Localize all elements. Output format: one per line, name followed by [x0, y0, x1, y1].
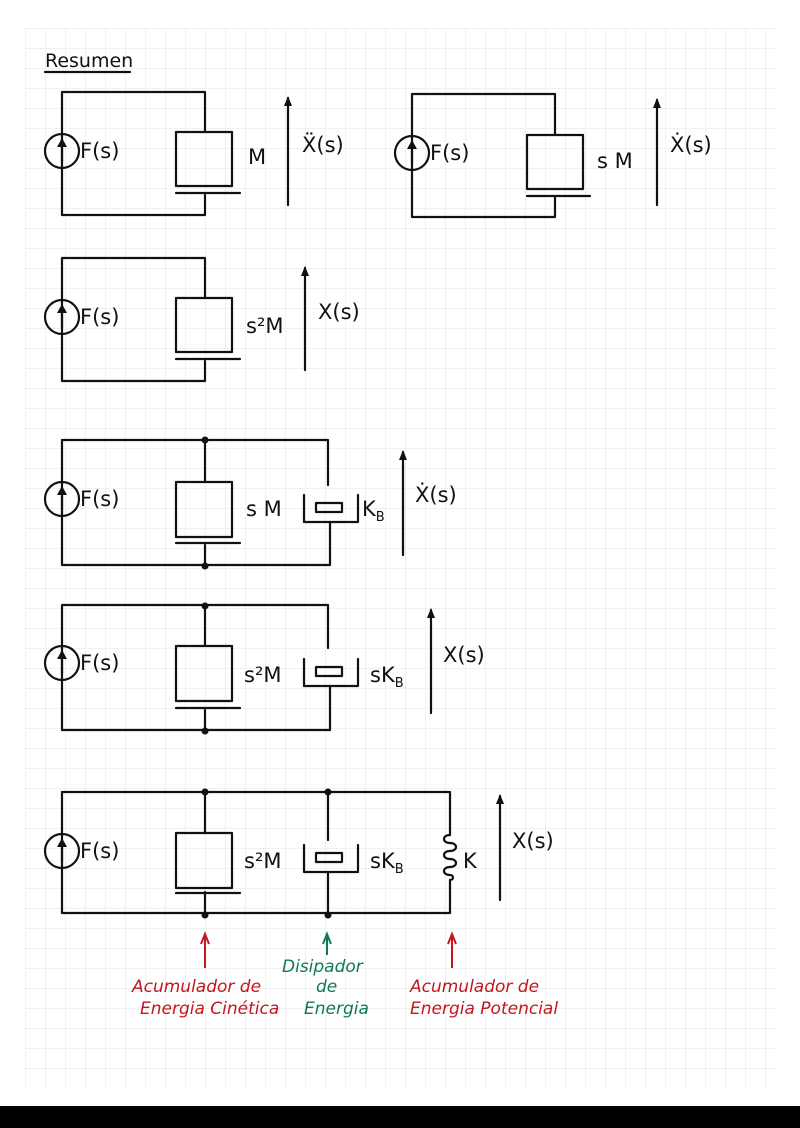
mass-label: M [248, 145, 266, 169]
source-label: F(s) [80, 139, 119, 163]
junction-dot [201, 562, 209, 570]
current-source-icon [43, 132, 81, 170]
annotation-dissipator: Disipador de Energia [282, 931, 369, 1019]
damper-label: sKB [370, 849, 404, 877]
source-label: F(s) [80, 487, 119, 511]
mass-label: s²M [244, 663, 281, 687]
output-label: X(s) [443, 643, 485, 667]
junction-dot [201, 436, 209, 444]
source-label: F(s) [80, 651, 119, 675]
circuit-5: F(s) s²M sKB X(s) [43, 602, 485, 735]
grid-background [25, 28, 775, 1088]
circuit-2: F(s) s M Ẋ(s) [393, 92, 712, 219]
damper-icon [302, 843, 360, 874]
damper-icon [302, 657, 360, 688]
damper-label: sKB [370, 663, 404, 691]
current-source-icon [43, 298, 81, 336]
circuit-1: F(s) M Ẍ(s) [43, 90, 344, 217]
annotation-kinetic: Acumulador de Energia Cinética [131, 931, 279, 1019]
source-label: F(s) [430, 141, 469, 165]
source-label: F(s) [80, 305, 119, 329]
mass-label: s M [597, 149, 633, 173]
dissipator-line1: Disipador [282, 957, 364, 977]
damper-label: KB [362, 497, 385, 525]
output-label: Ẍ(s) [302, 132, 344, 157]
mass-icon [525, 133, 585, 191]
kinetic-line1: Acumulador de [131, 977, 261, 997]
junction-dot [324, 788, 332, 796]
circuit-3: F(s) s²M X(s) [43, 256, 360, 383]
circuit-4: F(s) s M KB Ẋ(s) [43, 436, 457, 570]
mass-icon [174, 644, 234, 703]
junction-dot [324, 911, 332, 919]
source-label: F(s) [80, 839, 119, 863]
junction-dot [201, 727, 209, 735]
current-source-icon [393, 134, 431, 172]
junction-dot [201, 788, 209, 796]
mass-icon [174, 130, 234, 188]
current-source-icon [43, 644, 81, 682]
potential-line1: Acumulador de [409, 977, 539, 997]
spring-label: K [463, 849, 478, 873]
output-label: X(s) [512, 829, 554, 853]
output-label: X(s) [318, 300, 360, 324]
spring-icon [442, 833, 458, 882]
dissipator-line3: Energia [304, 999, 369, 1019]
current-source-icon [43, 832, 81, 870]
wire [60, 438, 332, 567]
junction-dot [201, 911, 209, 919]
current-source-icon [43, 480, 81, 518]
mass-icon [174, 831, 234, 890]
mass-icon [174, 480, 234, 539]
page-title: Resumen [45, 50, 133, 72]
potential-line2: Energia Potencial [410, 999, 558, 1019]
junction-dot [201, 602, 209, 610]
dissipator-line2: de [316, 977, 337, 997]
circuit-6: F(s) s²M sKB K X(s) [43, 788, 554, 919]
kinetic-line2: Energia Cinética [140, 999, 279, 1019]
mass-icon [174, 296, 234, 354]
mass-label: s²M [244, 849, 281, 873]
wire [60, 790, 452, 915]
output-label: Ẋ(s) [415, 482, 457, 507]
output-label: Ẋ(s) [670, 132, 712, 157]
mass-label: s²M [246, 314, 283, 338]
annotation-potential: Acumulador de Energia Potencial [409, 931, 558, 1019]
damper-icon [302, 493, 360, 524]
mass-label: s M [246, 497, 282, 521]
wire [60, 603, 332, 732]
